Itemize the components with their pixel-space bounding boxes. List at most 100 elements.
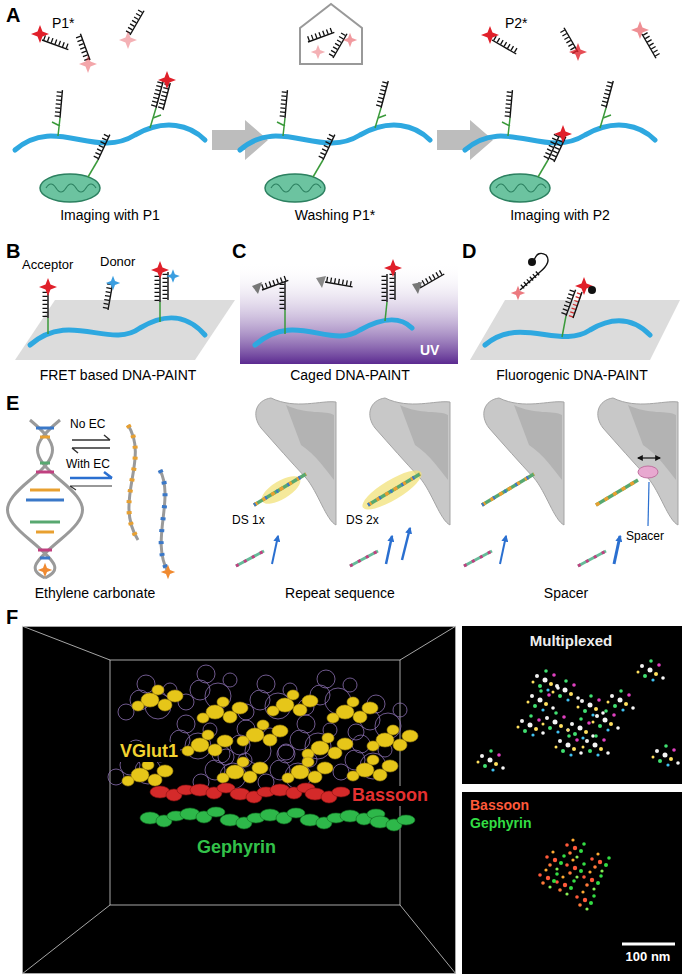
panel-f-images bbox=[542, 711, 570, 733]
method-caption: Spacer bbox=[544, 586, 588, 601]
step-caption: Imaging with P2 bbox=[510, 208, 610, 223]
panel-letter: D bbox=[462, 240, 476, 262]
panel-e-panels bbox=[386, 536, 392, 564]
panel-f-images bbox=[462, 626, 682, 784]
panel-e-helix bbox=[30, 489, 60, 492]
panel-f-images bbox=[552, 679, 580, 701]
probe-label: P2* bbox=[505, 16, 528, 31]
panel-c-art bbox=[282, 282, 285, 310]
panel-c-art bbox=[412, 282, 422, 294]
panel-c-art bbox=[261, 278, 288, 290]
panel-f-3d bbox=[282, 757, 333, 783]
panel-a-art bbox=[300, 4, 362, 64]
panel-b-art bbox=[157, 274, 160, 302]
panel-f-images bbox=[575, 890, 596, 910]
dye-label: Acceptor bbox=[22, 258, 73, 272]
panel-c-art bbox=[325, 279, 353, 287]
panel-d-art bbox=[522, 272, 539, 287]
uv-label: UV bbox=[420, 343, 439, 358]
panel-e-panels bbox=[614, 536, 620, 564]
panel-e-helix bbox=[40, 557, 50, 560]
panel-f-3d bbox=[23, 627, 456, 974]
panel-b-art bbox=[30, 318, 205, 345]
panel-f-images bbox=[477, 749, 505, 771]
panel-f-images bbox=[538, 868, 559, 888]
panel-c-art bbox=[384, 259, 402, 277]
panel-e-helix bbox=[161, 565, 175, 579]
panel-a-art bbox=[79, 55, 97, 73]
panel-a-art bbox=[465, 80, 655, 202]
panel-c-art bbox=[385, 302, 387, 321]
panel-f-3d bbox=[122, 760, 173, 786]
panel-e-panels bbox=[578, 398, 678, 566]
panel-a-art bbox=[481, 26, 499, 44]
strand-label: DS 2x bbox=[346, 514, 379, 527]
panel-e-panels bbox=[272, 536, 278, 564]
panel-f-images bbox=[652, 744, 680, 766]
panel-f-images bbox=[545, 850, 566, 870]
panel-e-helix bbox=[72, 435, 110, 440]
spacer-label: Spacer bbox=[626, 530, 664, 543]
panel-f-images bbox=[462, 626, 682, 974]
scale-bar-label: 100 nm bbox=[626, 950, 671, 964]
panel-f-3d bbox=[180, 807, 225, 823]
dye-label: Donor bbox=[100, 255, 135, 269]
panel-e-helix bbox=[36, 427, 54, 430]
panel-letter: A bbox=[6, 4, 20, 26]
panel-e-helix bbox=[36, 471, 54, 474]
panel-a-art bbox=[127, 9, 144, 35]
panel-f-images bbox=[462, 792, 682, 974]
panel-a-art bbox=[240, 80, 430, 202]
panel-f-3d bbox=[347, 755, 398, 781]
panel-e-panels bbox=[482, 474, 534, 505]
panel-e-helix bbox=[30, 521, 60, 524]
panel-a-art bbox=[569, 43, 587, 61]
panel-b-art bbox=[159, 302, 161, 322]
panel-f-images bbox=[590, 852, 611, 872]
panel-a-art bbox=[631, 21, 649, 39]
panel-e-panels bbox=[638, 466, 658, 478]
panel-a-art bbox=[42, 37, 69, 49]
panel-d-art bbox=[588, 286, 596, 294]
panel-e-helix bbox=[38, 563, 52, 577]
strand-label: DS 1x bbox=[232, 514, 265, 527]
panel-f-images bbox=[555, 875, 576, 895]
panel-f-images bbox=[637, 659, 665, 681]
panel-f-3d bbox=[367, 725, 418, 751]
panel-e-helix bbox=[26, 428, 64, 558]
panel-e-helix bbox=[160, 470, 168, 572]
protein-label: Gephyrin bbox=[195, 838, 278, 858]
panel-a-art bbox=[307, 30, 334, 42]
panel-d-art bbox=[573, 292, 582, 318]
panel-f-images bbox=[582, 734, 610, 756]
panel-e-helix bbox=[72, 448, 110, 453]
panel-b-art bbox=[15, 261, 235, 360]
panel-f-3d bbox=[197, 697, 248, 723]
panel-d-art bbox=[511, 286, 525, 300]
method-caption: Fluorogenic DNA-PAINT bbox=[496, 368, 647, 383]
panel-f-3d bbox=[122, 685, 418, 786]
panel-c-art bbox=[255, 320, 412, 345]
panel-f-3d bbox=[110, 660, 400, 905]
panel-c-art bbox=[392, 272, 395, 300]
panel-c-art bbox=[384, 274, 387, 302]
panel-e-helix bbox=[70, 472, 112, 478]
panel-f-3d bbox=[260, 808, 305, 824]
panel-a-art bbox=[158, 71, 176, 89]
panel-b-art bbox=[151, 261, 169, 279]
panel-a-art bbox=[119, 31, 137, 49]
panel-e-panels bbox=[358, 464, 427, 516]
panel-b-art bbox=[106, 276, 120, 290]
condition-label: With EC bbox=[66, 458, 110, 471]
panel-b-art bbox=[47, 318, 49, 334]
panel-f-3d bbox=[217, 757, 268, 783]
panel-c-art bbox=[284, 310, 286, 334]
panel-d-art bbox=[485, 321, 650, 345]
panel-f-3d bbox=[140, 807, 415, 831]
panel-letter: B bbox=[6, 240, 20, 262]
panel-f-3d bbox=[267, 690, 318, 716]
method-caption: Repeat sequence bbox=[285, 586, 395, 601]
probe-label: P1* bbox=[52, 16, 75, 31]
panel-a-art bbox=[31, 25, 49, 43]
panel-a-art bbox=[465, 80, 655, 202]
